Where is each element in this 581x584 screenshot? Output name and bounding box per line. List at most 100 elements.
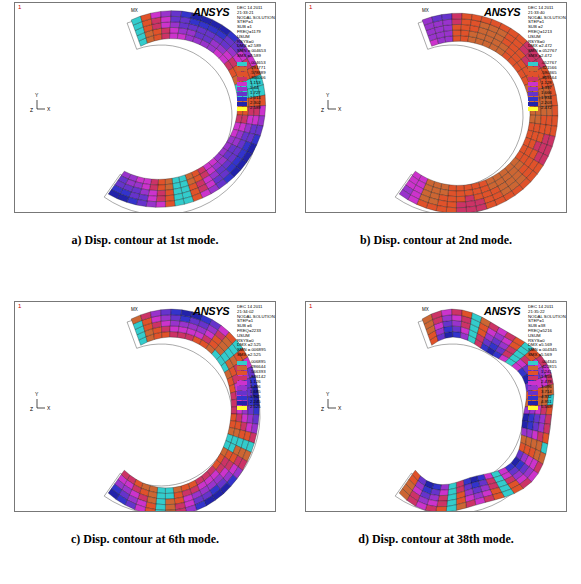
legend-swatch	[237, 92, 247, 96]
header-line: SMX =2.589	[237, 54, 261, 59]
ansys-panel: 1ANSYSDEC 14 201121:34:02NODAL SOLUTIONS…	[14, 301, 276, 512]
axis-label: X	[47, 106, 50, 112]
mesh-element	[545, 415, 552, 425]
figure-caption: b) Disp. contour at 2nd mode.	[305, 233, 567, 248]
mesh-element	[157, 185, 165, 191]
mesh-element	[174, 199, 184, 206]
mesh-element	[165, 189, 174, 196]
mesh-element	[161, 22, 170, 28]
mesh-element	[461, 30, 470, 36]
axis-line	[37, 399, 38, 408]
legend-swatch	[528, 97, 538, 101]
mesh-element	[471, 14, 482, 21]
legend-swatch	[528, 82, 538, 86]
legend-swatch	[237, 391, 247, 395]
mesh-element	[165, 504, 175, 510]
figure-caption: d) Disp. contour at 38th mode.	[305, 532, 567, 547]
ansys-logo: ANSYS	[193, 6, 229, 18]
mesh-element	[527, 422, 533, 431]
mesh-element	[453, 30, 462, 36]
legend-swatch	[528, 67, 538, 71]
legend-swatch	[528, 396, 538, 400]
mesh-element	[436, 507, 447, 512]
mesh-element	[466, 500, 476, 508]
undeformed-outline	[395, 316, 551, 511]
mesh-element	[456, 191, 465, 197]
mesh-element	[151, 310, 162, 318]
mesh-element	[108, 190, 120, 199]
mesh-element	[448, 190, 457, 196]
axis-label: Z	[30, 107, 33, 113]
legend-value: 2.525	[250, 405, 261, 410]
mesh-element	[550, 126, 557, 137]
mesh-element	[425, 505, 437, 511]
axis-label: Y	[35, 391, 38, 397]
legend-swatch	[528, 72, 538, 76]
mesh-element	[170, 27, 179, 33]
mesh-element	[453, 332, 461, 338]
mesh-element	[441, 309, 452, 316]
mesh-element	[131, 315, 142, 324]
mesh-element	[158, 179, 165, 185]
axis-line	[37, 100, 38, 109]
mesh-element	[422, 17, 433, 25]
mesh-element	[541, 115, 547, 125]
mesh-element	[475, 497, 486, 505]
mesh-element	[161, 320, 170, 326]
mesh-element	[552, 116, 558, 127]
legend-swatch	[237, 401, 247, 405]
legend-swatch	[237, 376, 247, 380]
axis-label: Y	[326, 391, 329, 397]
mesh-element	[462, 13, 473, 19]
undeformed-outline	[104, 17, 260, 212]
mesh-element	[195, 501, 206, 511]
mesh-element	[476, 204, 487, 212]
legend-swatch	[237, 406, 247, 410]
max-marker: MX	[131, 307, 138, 312]
mesh-element	[485, 200, 496, 209]
undeformed-outline	[395, 17, 551, 212]
mesh-element	[438, 495, 448, 501]
mesh-element	[151, 11, 162, 18]
legend-swatch	[237, 62, 247, 66]
mesh-element	[155, 504, 165, 510]
mesh-element	[165, 178, 172, 184]
axis-label: X	[338, 405, 341, 411]
mesh-element	[192, 193, 203, 202]
ansys-logo: ANSYS	[484, 305, 520, 317]
mesh-element	[448, 185, 456, 191]
mesh-element	[170, 33, 179, 39]
mesh-element	[484, 495, 495, 503]
mesh-element	[181, 11, 192, 18]
mesh-element	[461, 19, 471, 25]
legend-swatch	[528, 62, 538, 66]
header-line: SMX =5.569	[528, 353, 552, 358]
mesh-element	[156, 196, 165, 202]
axis-line	[328, 100, 329, 109]
legend-swatch	[237, 386, 247, 390]
mesh-element	[161, 16, 171, 22]
mesh-element	[445, 36, 453, 43]
mesh-element	[242, 414, 248, 423]
legend-swatch	[528, 361, 538, 365]
axis-label: Z	[30, 406, 33, 412]
mesh-element	[472, 313, 482, 323]
mesh-element	[161, 309, 172, 315]
mesh-element	[156, 498, 166, 504]
mesh-element	[183, 196, 193, 204]
mesh-element	[185, 505, 196, 511]
mesh-element	[547, 135, 555, 146]
mesh-element	[146, 201, 156, 207]
legend-swatch	[237, 77, 247, 81]
header-line: SMX =2.472	[528, 54, 552, 59]
mesh-element	[436, 205, 447, 212]
legend-swatch	[237, 67, 247, 71]
mesh-element	[165, 493, 174, 499]
max-marker: MX	[422, 8, 429, 13]
mesh-element	[437, 501, 448, 507]
mesh-element	[171, 315, 181, 321]
mesh-element	[170, 320, 180, 326]
mesh-element	[162, 33, 170, 39]
mesh-element	[447, 196, 456, 202]
mesh-element	[529, 115, 535, 123]
